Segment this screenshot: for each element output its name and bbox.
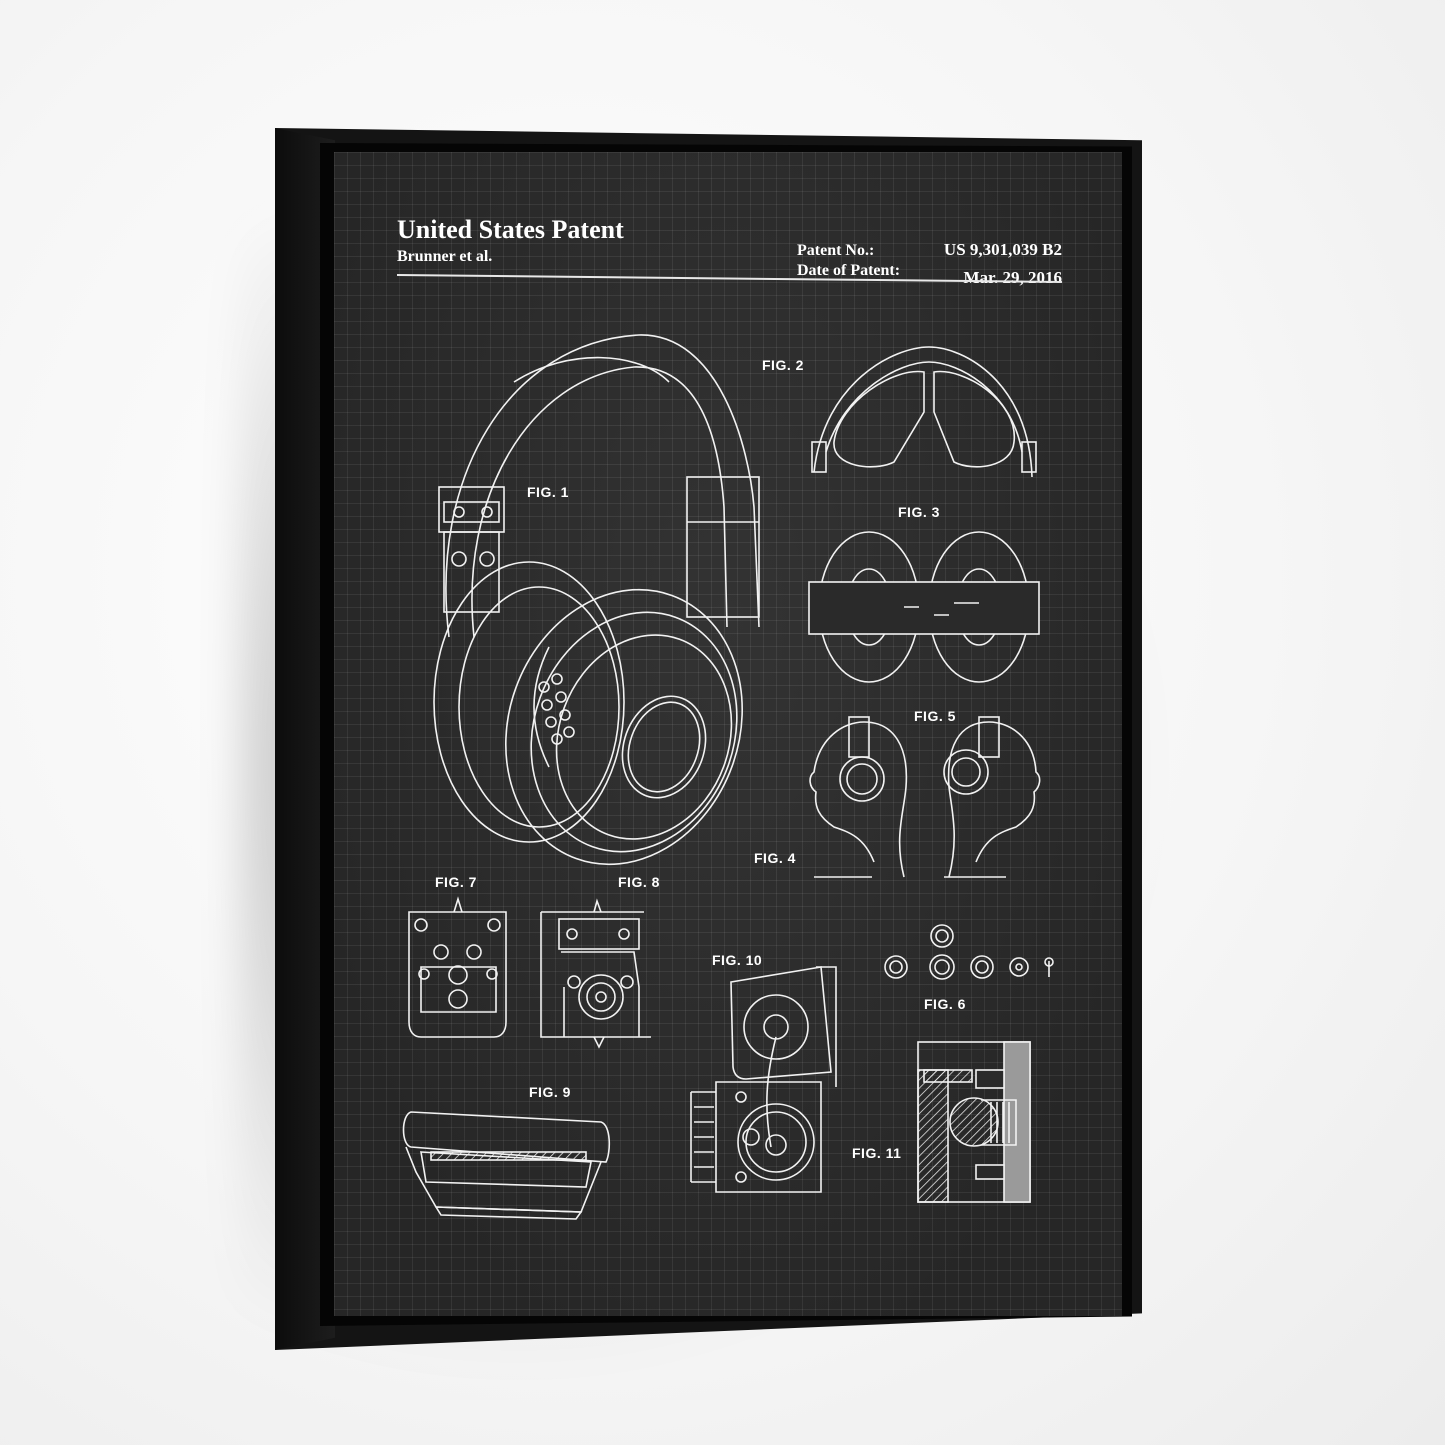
fig6-label: FIG. 6 [924,996,966,1012]
patent-poster: United States Patent Brunner et al. Pate… [334,152,1122,1316]
fig2-folded-headphones-drawing [811,346,1037,478]
fig11-spring-detent-drawing [917,1041,1031,1203]
fig2-label: FIG. 2 [762,357,804,373]
patent-title: United States Patent [397,215,624,244]
patent-date-value: Mar. 29, 2016 [963,268,1062,287]
fig7-hinge-front-drawing [408,896,507,1038]
patent-inventor: Brunner et al. [397,248,493,265]
fig1-label: FIG. 1 [527,484,569,500]
fig7-label: FIG. 7 [435,874,477,890]
fig3-label: FIG. 3 [898,504,940,520]
fig9-cross-section-drawing [402,1111,611,1220]
fig3-top-view-drawing [808,531,1040,683]
fig6-parts-drawing [884,924,1054,980]
fig10-rotating-hinge-drawing [690,966,837,1193]
fig8-label: FIG. 8 [618,874,660,890]
fig10-label: FIG. 10 [712,952,763,968]
fig11-label: FIG. 11 [852,1145,902,1161]
fig4-fig5-heads-drawing [809,716,1041,878]
fig9-label: FIG. 9 [529,1084,571,1100]
fig4-label: FIG. 4 [754,850,796,866]
fig1-headphones-drawing [433,334,760,866]
fig8-hinge-side-drawing [540,898,651,1049]
patent-number-label: Patent No.: [797,242,875,259]
patent-date-label: Date of Patent: [797,262,901,279]
patent-number-value: US 9,301,039 B2 [943,240,1062,259]
fig5-label: FIG. 5 [914,708,956,724]
